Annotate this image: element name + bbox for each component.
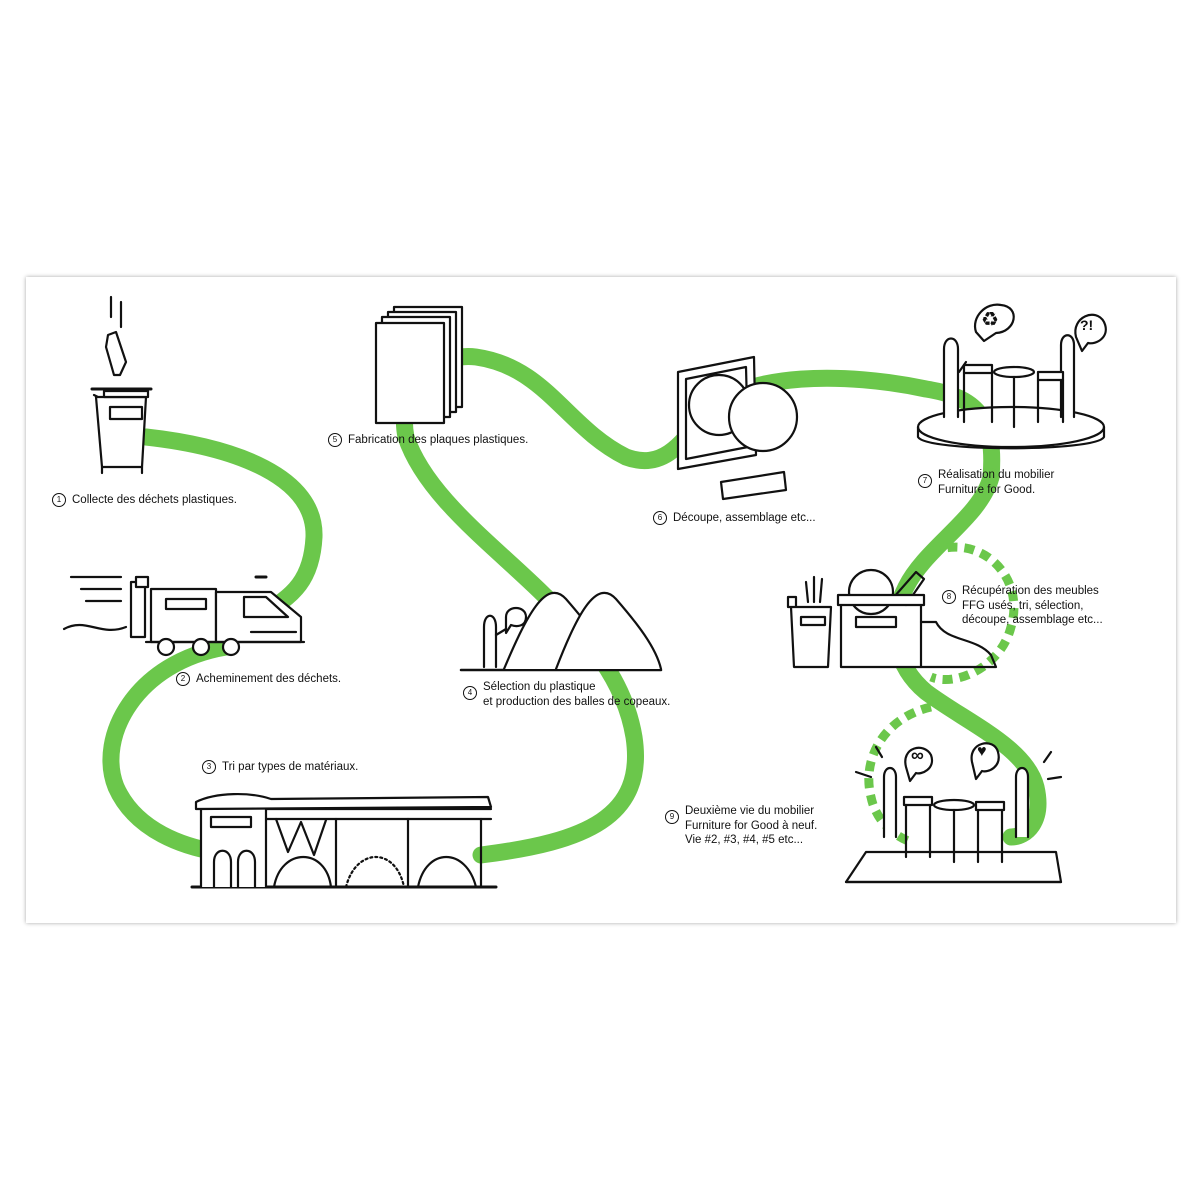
question-exclaim-icon: ?! <box>1080 317 1094 333</box>
step-7-label: 7 Réalisation du mobilier Furniture for … <box>918 468 1054 497</box>
step-9-line-2: Furniture for Good à neuf. <box>685 819 818 832</box>
recovery-bins-icon <box>786 568 998 669</box>
step-4-line-2: et production des balles de copeaux. <box>483 695 671 708</box>
garbage-truck-icon <box>62 575 306 657</box>
step-9-label: 9 Deuxième vie du mobilier Furniture for… <box>665 804 817 848</box>
heart-icon: ♥ <box>977 743 987 760</box>
step-3-label: 3 Tri par types de matériaux. <box>202 760 358 775</box>
step-7-number: 7 <box>918 474 932 488</box>
step-7-line-1: Réalisation du mobilier <box>938 469 1055 481</box>
step-6-number: 6 <box>653 511 667 525</box>
step-2-line-1: Acheminement des déchets. <box>196 673 342 685</box>
step-3-number: 3 <box>202 760 216 774</box>
step-8-line-2: FFG usés, tri, sélection, <box>962 599 1084 612</box>
step-6-label: 6 Découpe, assemblage etc... <box>653 511 816 526</box>
sorting-facility-icon <box>190 792 498 889</box>
second-life-furniture-icon <box>844 742 1063 884</box>
path-segment-2-3 <box>102 638 235 861</box>
step-5-label: 5 Fabrication des plaques plastiques. <box>328 433 528 448</box>
step-4-number: 4 <box>463 686 477 700</box>
waste-bin-icon <box>90 295 153 475</box>
plastic-sheets-icon <box>374 305 464 425</box>
halo-recovery <box>929 542 1019 685</box>
step-6-line-1: Découpe, assemblage etc... <box>673 512 816 524</box>
diagram-illustration <box>62 295 1107 889</box>
step-2-number: 2 <box>176 672 190 686</box>
step-8-label: 8 Récupération des meubles FFG usés, tri… <box>942 584 1103 628</box>
process-diagram-card: ♻ ?! ∞ ♥ 1 Collecte des déchets plastiqu… <box>26 277 1176 923</box>
step-3-line-1: Tri par types de matériaux. <box>222 761 359 773</box>
furniture-platform-icon <box>916 303 1107 450</box>
chip-piles-icon <box>459 591 663 672</box>
step-8-line-3: découpe, assemblage etc... <box>962 614 1103 626</box>
step-1-number: 1 <box>52 493 66 507</box>
recycle-icon: ♻ <box>981 309 999 331</box>
path-segment-4-5 <box>396 348 715 606</box>
cutting-panel-icon <box>676 355 799 501</box>
step-5-line-1: Fabrication des plaques plastiques. <box>348 434 529 446</box>
step-4-line-1: Sélection du plastique <box>483 681 596 693</box>
step-9-line-3: Vie #2, #3, #4, #5 etc... <box>685 834 804 846</box>
path-segment-1-2 <box>137 428 323 626</box>
step-1-line-1: Collecte des déchets plastiques. <box>72 494 237 506</box>
step-2-label: 2 Acheminement des déchets. <box>176 672 341 687</box>
step-5-number: 5 <box>328 433 342 447</box>
step-4-label: 4 Sélection du plastique et production d… <box>463 680 670 709</box>
step-1-label: 1 Collecte des déchets plastiques. <box>52 493 237 508</box>
ink-illustrations <box>62 295 1107 889</box>
infinity-icon: ∞ <box>911 745 924 765</box>
halo-second-life <box>864 702 933 847</box>
dashed-halos <box>864 542 1019 847</box>
step-7-line-2: Furniture for Good. <box>938 483 1036 496</box>
step-8-number: 8 <box>942 590 956 604</box>
step-8-line-1: Récupération des meubles <box>962 585 1099 597</box>
step-9-line-1: Deuxième vie du mobilier <box>685 805 815 817</box>
step-9-number: 9 <box>665 810 679 824</box>
